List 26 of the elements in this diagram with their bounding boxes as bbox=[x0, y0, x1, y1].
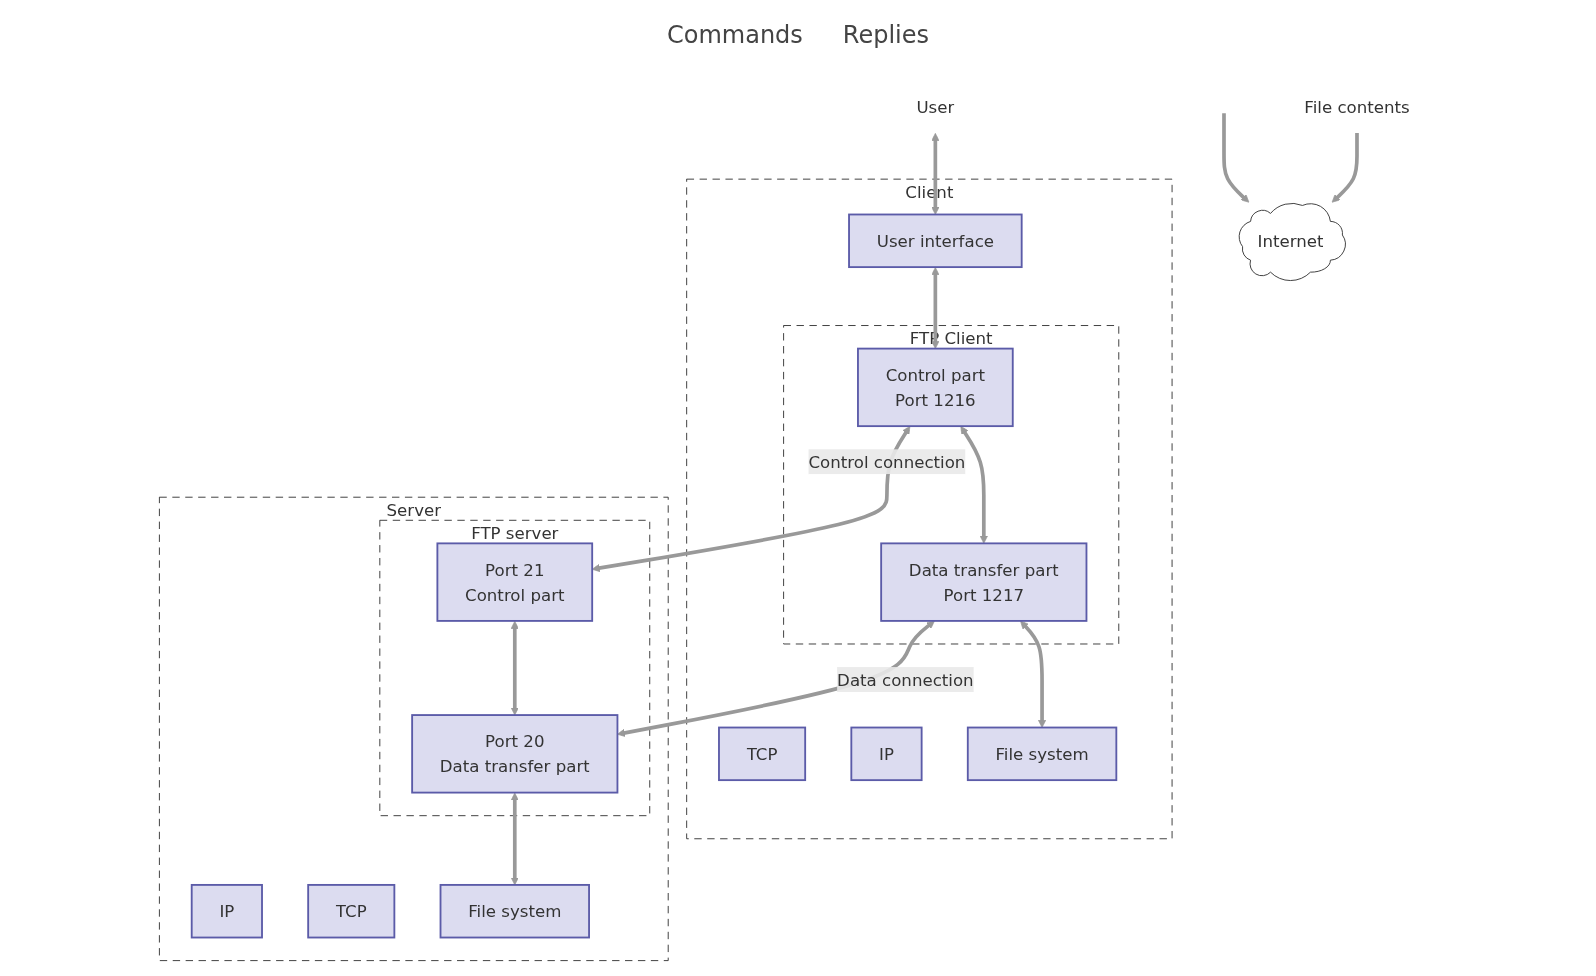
arrow bbox=[1221, 112, 1249, 203]
node-box: User interface bbox=[847, 213, 1023, 268]
node-text: User bbox=[916, 96, 954, 116]
edge-label: Data connection bbox=[836, 669, 974, 689]
node-text: File contents bbox=[1303, 96, 1410, 116]
node-box: Data transfer part Port 1217 bbox=[879, 541, 1087, 622]
node-box: TCP bbox=[306, 883, 395, 938]
node-box: Control part Port 1216 bbox=[856, 347, 1014, 427]
node-box: File system bbox=[966, 726, 1117, 781]
arrow bbox=[510, 620, 519, 715]
edge-label: Control connection bbox=[808, 451, 965, 471]
arrow bbox=[1331, 132, 1359, 203]
arrow bbox=[930, 266, 940, 349]
direction-label: Replies bbox=[842, 21, 930, 49]
arrow bbox=[1019, 620, 1046, 728]
direction-label: Commands bbox=[666, 21, 803, 49]
node-box: Port 21 Control part bbox=[436, 541, 593, 622]
arrow bbox=[960, 425, 988, 544]
node-box: IP bbox=[190, 883, 263, 938]
arrow bbox=[510, 792, 519, 885]
arrow bbox=[930, 132, 940, 215]
arrow bbox=[591, 425, 910, 572]
node-box: File system bbox=[439, 883, 590, 938]
node-box: Port 20 Data transfer part bbox=[410, 713, 618, 794]
node-box: IP bbox=[850, 726, 923, 781]
node-box: TCP bbox=[717, 726, 806, 781]
